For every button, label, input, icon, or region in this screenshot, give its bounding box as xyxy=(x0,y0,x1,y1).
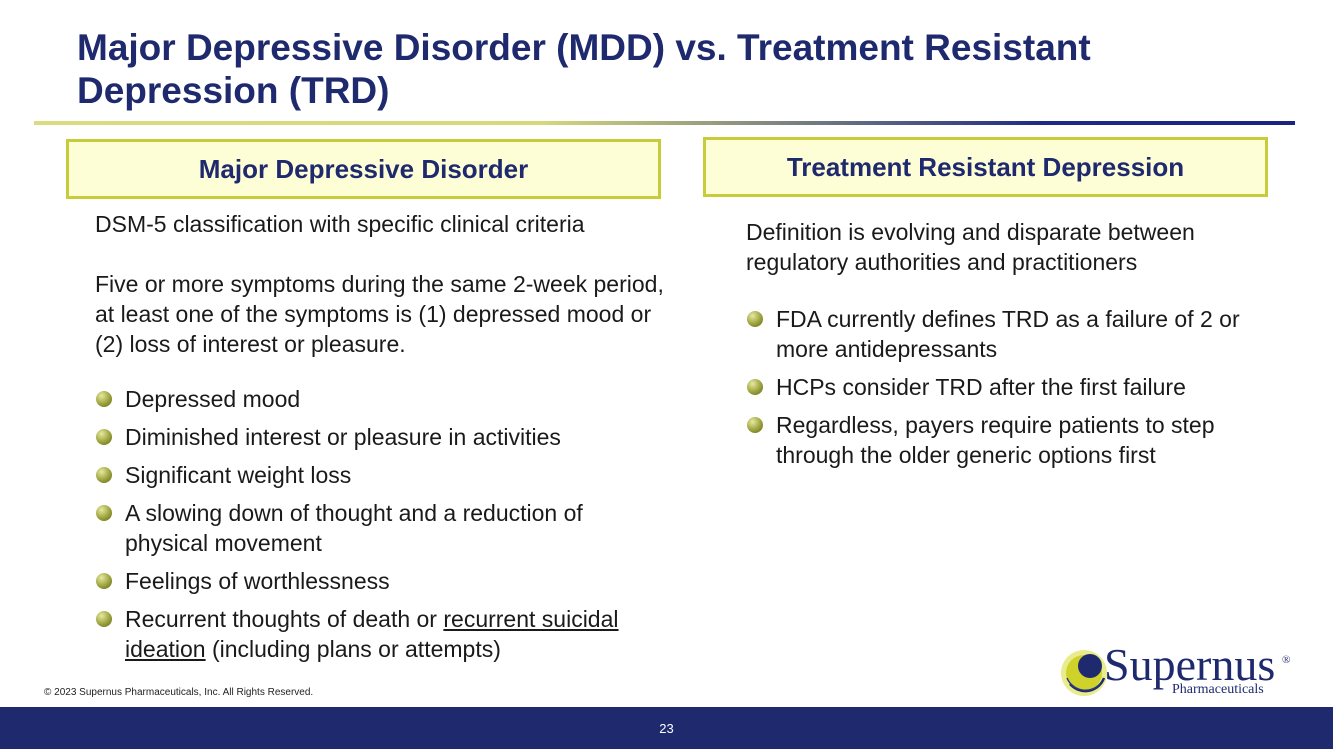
bullet-dot-icon xyxy=(96,429,112,445)
logo-name: Supernus xyxy=(1104,639,1276,690)
list-item: Feelings of worthlessness xyxy=(95,566,665,596)
bullet-dot-icon xyxy=(747,379,763,395)
list-item: Regardless, payers require patients to s… xyxy=(746,410,1256,470)
footer-bar: 23 xyxy=(0,707,1333,749)
underlined-phrase: recurrent suicidal ideation xyxy=(125,606,619,662)
page-number: 23 xyxy=(659,720,674,736)
list-item: Depressed mood xyxy=(95,384,665,414)
bullet-dot-icon xyxy=(747,417,763,433)
bullet-dot-icon xyxy=(747,311,763,327)
slide-title: Major Depressive Disorder (MDD) vs. Trea… xyxy=(77,27,1091,111)
mdd-heading-box: Major Depressive Disorder xyxy=(66,139,661,199)
mdd-intro: DSM-5 classification with specific clini… xyxy=(95,211,585,237)
trd-point-list: FDA currently defines TRD as a failure o… xyxy=(746,304,1256,478)
trd-intro: Definition is evolving and disparate bet… xyxy=(746,219,1195,275)
bullet-dot-icon xyxy=(96,467,112,483)
mdd-heading: Major Depressive Disorder xyxy=(198,153,529,184)
mdd-symptom-list: Depressed mood Diminished interest or pl… xyxy=(95,384,665,672)
bullet-dot-icon xyxy=(96,505,112,521)
bullet-dot-icon xyxy=(96,611,112,627)
logo-subtitle: Pharmaceuticals xyxy=(1172,682,1264,697)
supernus-sun-logo-icon xyxy=(1061,650,1107,696)
list-item: FDA currently defines TRD as a failure o… xyxy=(746,304,1256,364)
mdd-criteria: Five or more symptoms during the same 2-… xyxy=(95,271,664,357)
list-item: Significant weight loss xyxy=(95,460,665,490)
bullet-dot-icon xyxy=(96,391,112,407)
company-logo: Supernus ® Pharmaceuticals xyxy=(1060,640,1296,700)
list-item: Diminished interest or pleasure in activ… xyxy=(95,422,665,452)
list-item: A slowing down of thought and a reductio… xyxy=(95,498,665,558)
list-item: Recurrent thoughts of death or recurrent… xyxy=(95,604,665,664)
copyright-notice: © 2023 Supernus Pharmaceuticals, Inc. Al… xyxy=(44,687,314,698)
trd-heading: Treatment Resistant Depression xyxy=(786,151,1185,182)
title-divider xyxy=(34,121,1295,125)
list-item: HCPs consider TRD after the first failur… xyxy=(746,372,1256,402)
bullet-dot-icon xyxy=(96,573,112,589)
registered-mark: ® xyxy=(1282,654,1291,666)
trd-heading-box: Treatment Resistant Depression xyxy=(703,137,1268,197)
